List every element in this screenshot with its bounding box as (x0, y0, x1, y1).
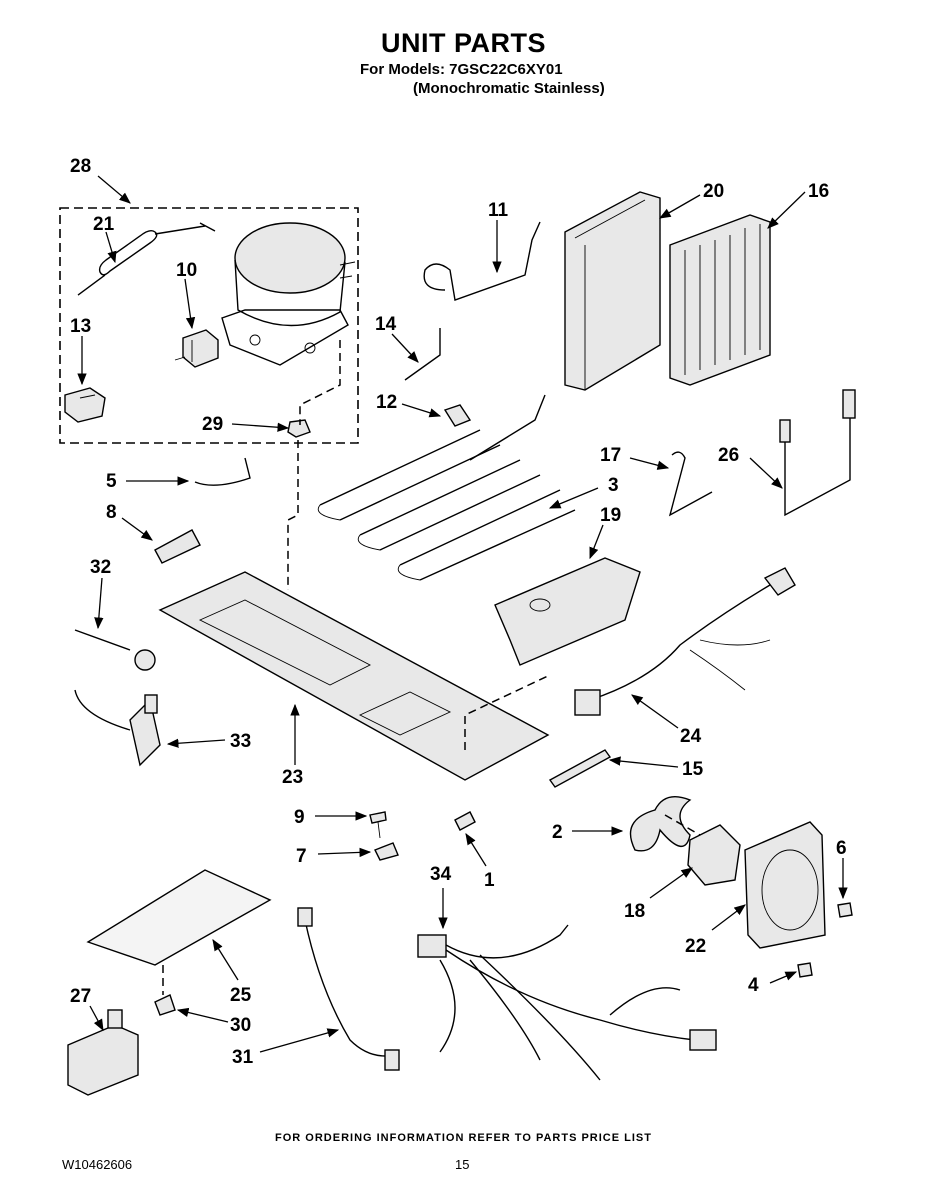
ordering-note: FOR ORDERING INFORMATION REFER TO PARTS … (275, 1132, 652, 1144)
callout-15: 15 (682, 759, 704, 780)
part-tube-11[interactable] (423, 221, 541, 301)
callout-33: 33 (230, 731, 251, 752)
part-clip-12[interactable] (443, 394, 546, 461)
callout-19: 19 (600, 505, 621, 526)
callout-14: 14 (375, 314, 397, 335)
callout-9: 9 (294, 807, 305, 828)
part-drain-pan[interactable] (494, 557, 641, 666)
callout-13: 13 (70, 316, 91, 337)
callout-4: 4 (748, 975, 759, 996)
part-screw-9[interactable] (369, 811, 387, 839)
part-overload[interactable] (64, 387, 106, 423)
document-number: W10462606 (62, 1157, 133, 1172)
part-cable-tie[interactable] (548, 749, 612, 788)
part-grommet-7[interactable] (374, 842, 399, 861)
callout-2: 2 (552, 822, 563, 843)
part-harness-34[interactable] (417, 924, 717, 1081)
part-compressor[interactable] (221, 222, 356, 366)
callout-1: 1 (484, 870, 495, 891)
part-screw-4[interactable] (797, 962, 813, 978)
part-33[interactable] (74, 689, 161, 767)
callout-22: 22 (685, 936, 706, 957)
callout-24: 24 (680, 726, 702, 747)
callout-28: 28 (70, 156, 91, 177)
callout-16: 16 (808, 181, 829, 202)
part-control-module[interactable] (67, 1009, 139, 1096)
callout-34: 34 (430, 864, 452, 885)
callout-5: 5 (106, 471, 117, 492)
callout-26: 26 (718, 445, 739, 466)
part-clip-30[interactable] (154, 994, 176, 1016)
model-info: For Models: 7GSC22C6XY01 (Monochromatic … (360, 60, 605, 98)
variant-line: (Monochromatic Stainless) (413, 80, 605, 97)
part-condenser[interactable] (317, 429, 576, 581)
assembly-line-grommet (287, 440, 299, 590)
models-line: For Models: 7GSC22C6XY01 (360, 61, 563, 78)
part-start-relay[interactable] (174, 329, 219, 368)
part-insulation-sheet[interactable] (86, 869, 272, 966)
part-evaporator-cover[interactable] (564, 191, 661, 391)
part-screw-6[interactable] (837, 902, 853, 918)
page-title: UNIT PARTS (381, 28, 546, 58)
part-fan-shroud[interactable] (744, 821, 826, 949)
assembly-line-compressor (299, 340, 341, 425)
callout-29: 29 (202, 414, 223, 435)
part-hanger[interactable] (668, 451, 713, 517)
callout-25: 25 (230, 985, 252, 1006)
callout-20: 20 (703, 181, 724, 202)
part-evaporator[interactable] (669, 214, 771, 386)
part-fan-motor[interactable] (687, 824, 741, 886)
part-wire-5[interactable] (194, 457, 251, 486)
assembly-line-pan (464, 674, 551, 750)
callout-10: 10 (176, 260, 197, 281)
callout-6: 6 (836, 838, 847, 859)
part-grommet-1[interactable] (454, 811, 476, 831)
assembly-line-fan (664, 814, 701, 836)
callout-7: 7 (296, 846, 307, 867)
callout-23: 23 (282, 767, 303, 788)
callout-31: 31 (232, 1047, 254, 1068)
part-harness-24[interactable] (574, 567, 796, 716)
page-number: 15 (455, 1157, 470, 1172)
part-base-plate[interactable] (158, 571, 550, 781)
callout-11: 11 (488, 200, 509, 221)
callout-30: 30 (230, 1015, 251, 1036)
part-sensor-31[interactable] (297, 907, 400, 1071)
callout-labels: 28 21 10 13 29 11 14 12 20 16 17 26 3 19… (70, 156, 847, 1068)
part-drier[interactable] (77, 222, 216, 296)
callout-32: 32 (90, 557, 111, 578)
callout-27: 27 (70, 986, 91, 1007)
part-insulation[interactable] (154, 529, 201, 564)
callout-3: 3 (608, 475, 619, 496)
part-fan-blade[interactable] (629, 796, 692, 852)
callout-18: 18 (624, 901, 645, 922)
leader-lines (77, 175, 848, 1053)
part-grommet[interactable] (287, 419, 311, 438)
callout-8: 8 (106, 502, 117, 523)
part-heat-exchanger[interactable] (779, 389, 856, 517)
part-tube-14[interactable] (404, 328, 441, 381)
part-sensor-32[interactable] (74, 629, 156, 671)
callout-12: 12 (376, 392, 397, 413)
compressor-kit-box (59, 207, 359, 444)
callout-21: 21 (93, 214, 115, 235)
callout-17: 17 (600, 445, 621, 466)
